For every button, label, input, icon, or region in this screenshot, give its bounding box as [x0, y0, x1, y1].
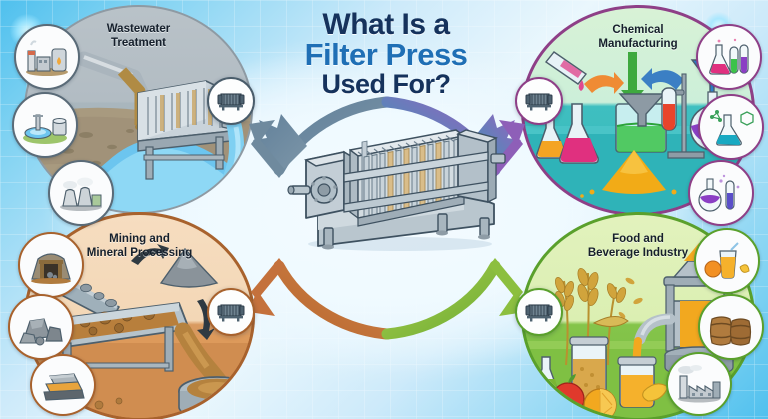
- sat-mine-entrance[interactable]: [18, 232, 84, 298]
- sat-food-factory[interactable]: [666, 352, 732, 416]
- central-filter-press: [287, 129, 506, 251]
- label-line-1: Chemical: [612, 24, 664, 36]
- sat-molecule-flask[interactable]: [698, 94, 764, 160]
- industrial-plant-icon: [26, 40, 68, 76]
- juice-glass-icon: [704, 242, 750, 279]
- food-factory-icon: [678, 365, 721, 403]
- quadrant-label-food: Food and Beverage Industry: [524, 233, 752, 260]
- label-line-2: Manufacturing: [598, 37, 678, 50]
- filter-press-icon: [217, 304, 245, 322]
- label-line-1: Food and: [612, 233, 664, 245]
- quadrant-label-mining: Mining and Mineral Processing: [27, 233, 252, 260]
- ore-layers-icon: [43, 373, 85, 401]
- sat-flasks-and-tubes[interactable]: [696, 24, 762, 90]
- label-line-2: Mineral Processing: [86, 246, 193, 259]
- sat-juice-glass[interactable]: [694, 228, 760, 294]
- arrow-food: [381, 258, 525, 340]
- sat-ore-layers[interactable]: [30, 354, 96, 416]
- node-food[interactable]: [515, 288, 563, 336]
- node-chemical[interactable]: [515, 77, 563, 125]
- molecule-flask-icon: [710, 110, 754, 146]
- wooden-barrels-icon: [709, 316, 752, 346]
- sat-wooden-barrels[interactable]: [698, 294, 764, 360]
- title-line-1: What Is a: [322, 8, 450, 41]
- arrow-mining: [249, 258, 393, 340]
- title-line-2: Filter Press: [304, 37, 468, 73]
- sat-lab-glassware[interactable]: [688, 160, 754, 226]
- label-line-1: Wastewater: [106, 23, 171, 35]
- label-line-1: Mining and: [109, 233, 170, 245]
- title-line-3: Used For?: [321, 69, 451, 100]
- quadrant-label-wastewater: Wastewater Treatment: [26, 23, 251, 50]
- node-wastewater[interactable]: [207, 77, 255, 125]
- label-line-2: Treatment: [111, 36, 166, 49]
- filter-press-icon: [217, 93, 245, 111]
- sat-industrial-plant[interactable]: [14, 24, 80, 90]
- water-treatment-plant-icon: [23, 114, 67, 144]
- filter-press-icon: [525, 93, 553, 111]
- rocks-icon: [19, 318, 63, 346]
- lab-glassware-icon: [698, 174, 740, 212]
- quadrant-label-chemical: Chemical Manufacturing: [524, 24, 752, 51]
- label-line-2: Beverage Industry: [587, 246, 689, 259]
- node-mining[interactable]: [207, 288, 255, 336]
- filter-press-icon: [525, 304, 553, 322]
- cooling-towers-icon: [60, 177, 102, 211]
- center-cycle-ring: [249, 96, 525, 340]
- page-title: What Is a Filter Press Used For?: [274, 9, 498, 99]
- sat-cooling-towers[interactable]: [48, 160, 114, 226]
- mine-entrance-icon: [31, 253, 71, 284]
- flasks-and-tubes-icon: [709, 38, 749, 75]
- arrow-wastewater: [249, 96, 393, 178]
- sat-rocks[interactable]: [8, 294, 74, 360]
- sat-water-treatment[interactable]: [12, 92, 78, 158]
